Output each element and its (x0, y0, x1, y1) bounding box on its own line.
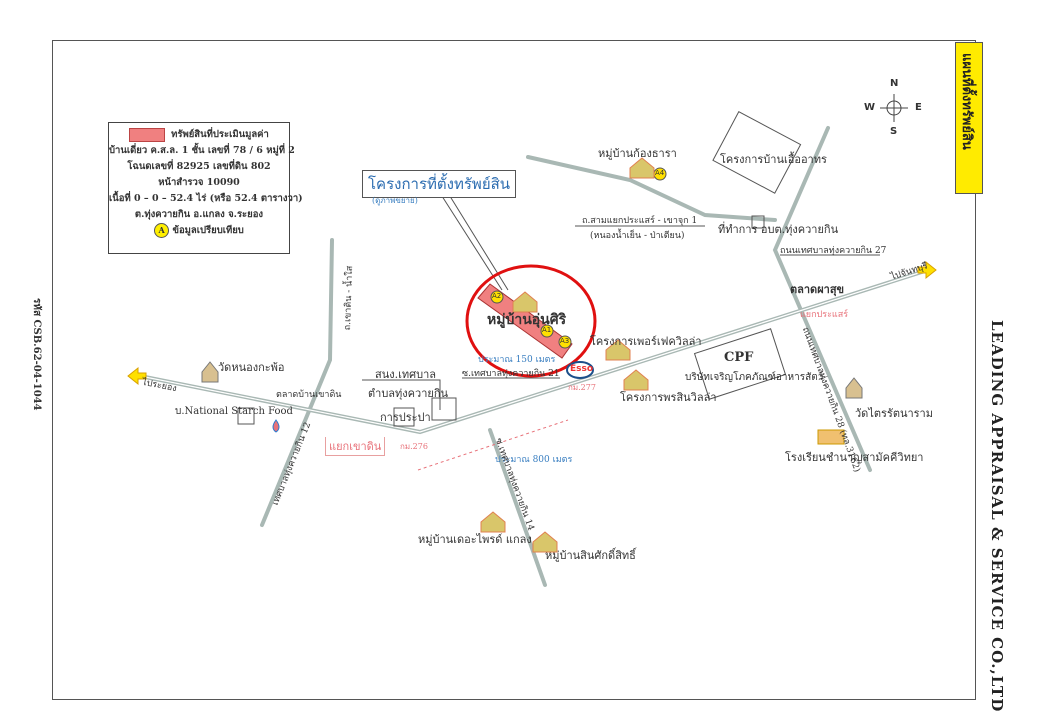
legend-line1: บ้านเดี่ยว ค.ส.ล. 1 ชั้น เลขที่ 78 / 6 ห… (109, 145, 295, 156)
legend-line2: โฉนดเลขที่ 82925 เลขที่ดิน 802 (127, 161, 271, 172)
yaek-khaodin: แยกเขาดิน (325, 437, 386, 456)
cpf-name: บริษัทเจริญโภคภัณฑ์อาหารสัตว์ (685, 372, 824, 383)
water-drop-icon (272, 419, 280, 433)
km276: กม.276 (400, 442, 428, 451)
marker-a4-label: A4 (655, 169, 665, 177)
direction-arrows (127, 260, 937, 386)
compass-n: N (890, 78, 899, 89)
place-talad-khaodin: ตลาดบ้านเขาดิน (276, 390, 342, 400)
legend: ทรัพย์สินที่ประเมินมูลค่า บ้านเดี่ยว ค.ส… (108, 122, 303, 254)
water-box (393, 407, 415, 427)
place-sinsak: หมู่บ้านสินศักดิ์สิทธิ์ (545, 549, 636, 562)
village-label: หมู่บ้านอุ่นศิริ (487, 312, 567, 328)
municipal-office-2: ตำบลทุ่งควายกิน (368, 387, 449, 400)
road-28 (772, 126, 872, 472)
house-icons (201, 157, 863, 553)
marker-a1-label: A1 (542, 326, 552, 334)
place-kongthara: หมู่บ้านก้องธารา (598, 147, 677, 160)
place-pornsin: โครงการพรสินวิลล่า (620, 391, 717, 404)
road27-label: ถนนเทศบาลทุ่งควายกิน 27 (780, 246, 887, 256)
marker-a3 (558, 335, 572, 349)
cpf-label: CPF (724, 350, 754, 365)
road-khaodin (260, 238, 334, 527)
legend-line5: ต.ทุ่งควายกิน อ.แกลง จ.ระยอง (134, 209, 264, 220)
report-code: รหัส CSB.62-04-1044 (31, 298, 42, 411)
place-perfect-villa: โครงการเพอร์เฟควิลล่า (590, 335, 702, 348)
road-samyaek-sub: (หนองน้ำเย็น - ป่าเตียน) (590, 231, 685, 241)
distance-150: ประมาณ 150 เมตร (478, 355, 556, 365)
legend-compare-label: ข้อมูลเปรียบเทียบ (172, 225, 244, 236)
legend-asset-label: ทรัพย์สินที่ประเมินมูลค่า (171, 129, 269, 140)
place-talad-phasuk: ตลาดผาสุข (790, 283, 845, 296)
subject-parcel (465, 264, 597, 378)
legend-line4: เนื้อที่ 0 – 0 – 52.4 ไร่ (หรือ 52.4 ตาร… (109, 193, 303, 204)
project-sub: (ดูภาพขยาย) (372, 196, 418, 205)
place-wat-nong: วัดหนองกะพ้อ (218, 361, 285, 374)
company-name: LEADING APPRAISAL & SERVICE CO.,LTD (988, 320, 1006, 713)
marker-a2-label: A2 (492, 292, 502, 300)
place-obt: ที่ทำการ อบต.ทุ่งควายกิน (718, 223, 839, 236)
distance-800-arrow (417, 419, 569, 471)
road-khaodin-label: ถ.เขาดิน - น้ำใส (342, 265, 356, 331)
place-uathorn: โครงการบ้านเอื้ออาทร (720, 153, 827, 166)
compass-s: S (890, 126, 898, 137)
municipal-line (362, 379, 441, 410)
place-national-starch: บ.National Starch Food (175, 406, 293, 417)
cpf-box (693, 328, 787, 400)
compare-badge: A (154, 223, 170, 238)
legend-line3: หน้าสำรวจ 10090 (158, 177, 240, 188)
starch-box (237, 407, 255, 425)
municipal-box (431, 397, 457, 421)
compass-e: E (915, 102, 922, 113)
road-samyaek-label: ถ.สามแยกประแสร์ - เขาจุก 1 (582, 216, 698, 226)
road-soi14 (488, 428, 547, 587)
marker-a1 (540, 324, 554, 338)
municipal-office-1: สนง.เทศบาล (375, 368, 436, 381)
yaek-prasae: แยกประแสร์ (800, 310, 849, 320)
uathorn-box (712, 111, 802, 194)
map-frame (52, 40, 976, 700)
place-wat-krai: วัดไตรรัตนาราม (855, 407, 933, 420)
place-the-prize: หมู่บ้านเดอะไพรด์ แกลง (418, 533, 532, 546)
water-authority: การประปา (380, 411, 431, 424)
km277: กม.277 (568, 383, 596, 392)
project-label: โครงการที่ตั้งทรัพย์สิน (362, 170, 517, 198)
marker-a2 (490, 290, 504, 304)
place-school: โรงเรียนชำนาญสามัคคีวิทยา (785, 451, 924, 464)
map-title: แผนที่ตั้งทรัพย์สิน (959, 53, 974, 150)
esso-label: Esso (570, 364, 594, 374)
obt-box (751, 215, 765, 229)
marker-a3-label: A3 (560, 337, 570, 345)
road-kongthara (526, 155, 777, 222)
distance-800: ประมาณ 800 เมตร (495, 455, 573, 465)
compass-rose (880, 94, 908, 122)
soi21-label: ซ.เทศบาลทุ่งควายกิน 21 (462, 369, 560, 379)
map-title-box: แผนที่ตั้งทรัพย์สิน (955, 42, 983, 194)
compass-w: W (864, 102, 876, 113)
asset-swatch (129, 127, 166, 142)
esso-logo (566, 361, 594, 379)
